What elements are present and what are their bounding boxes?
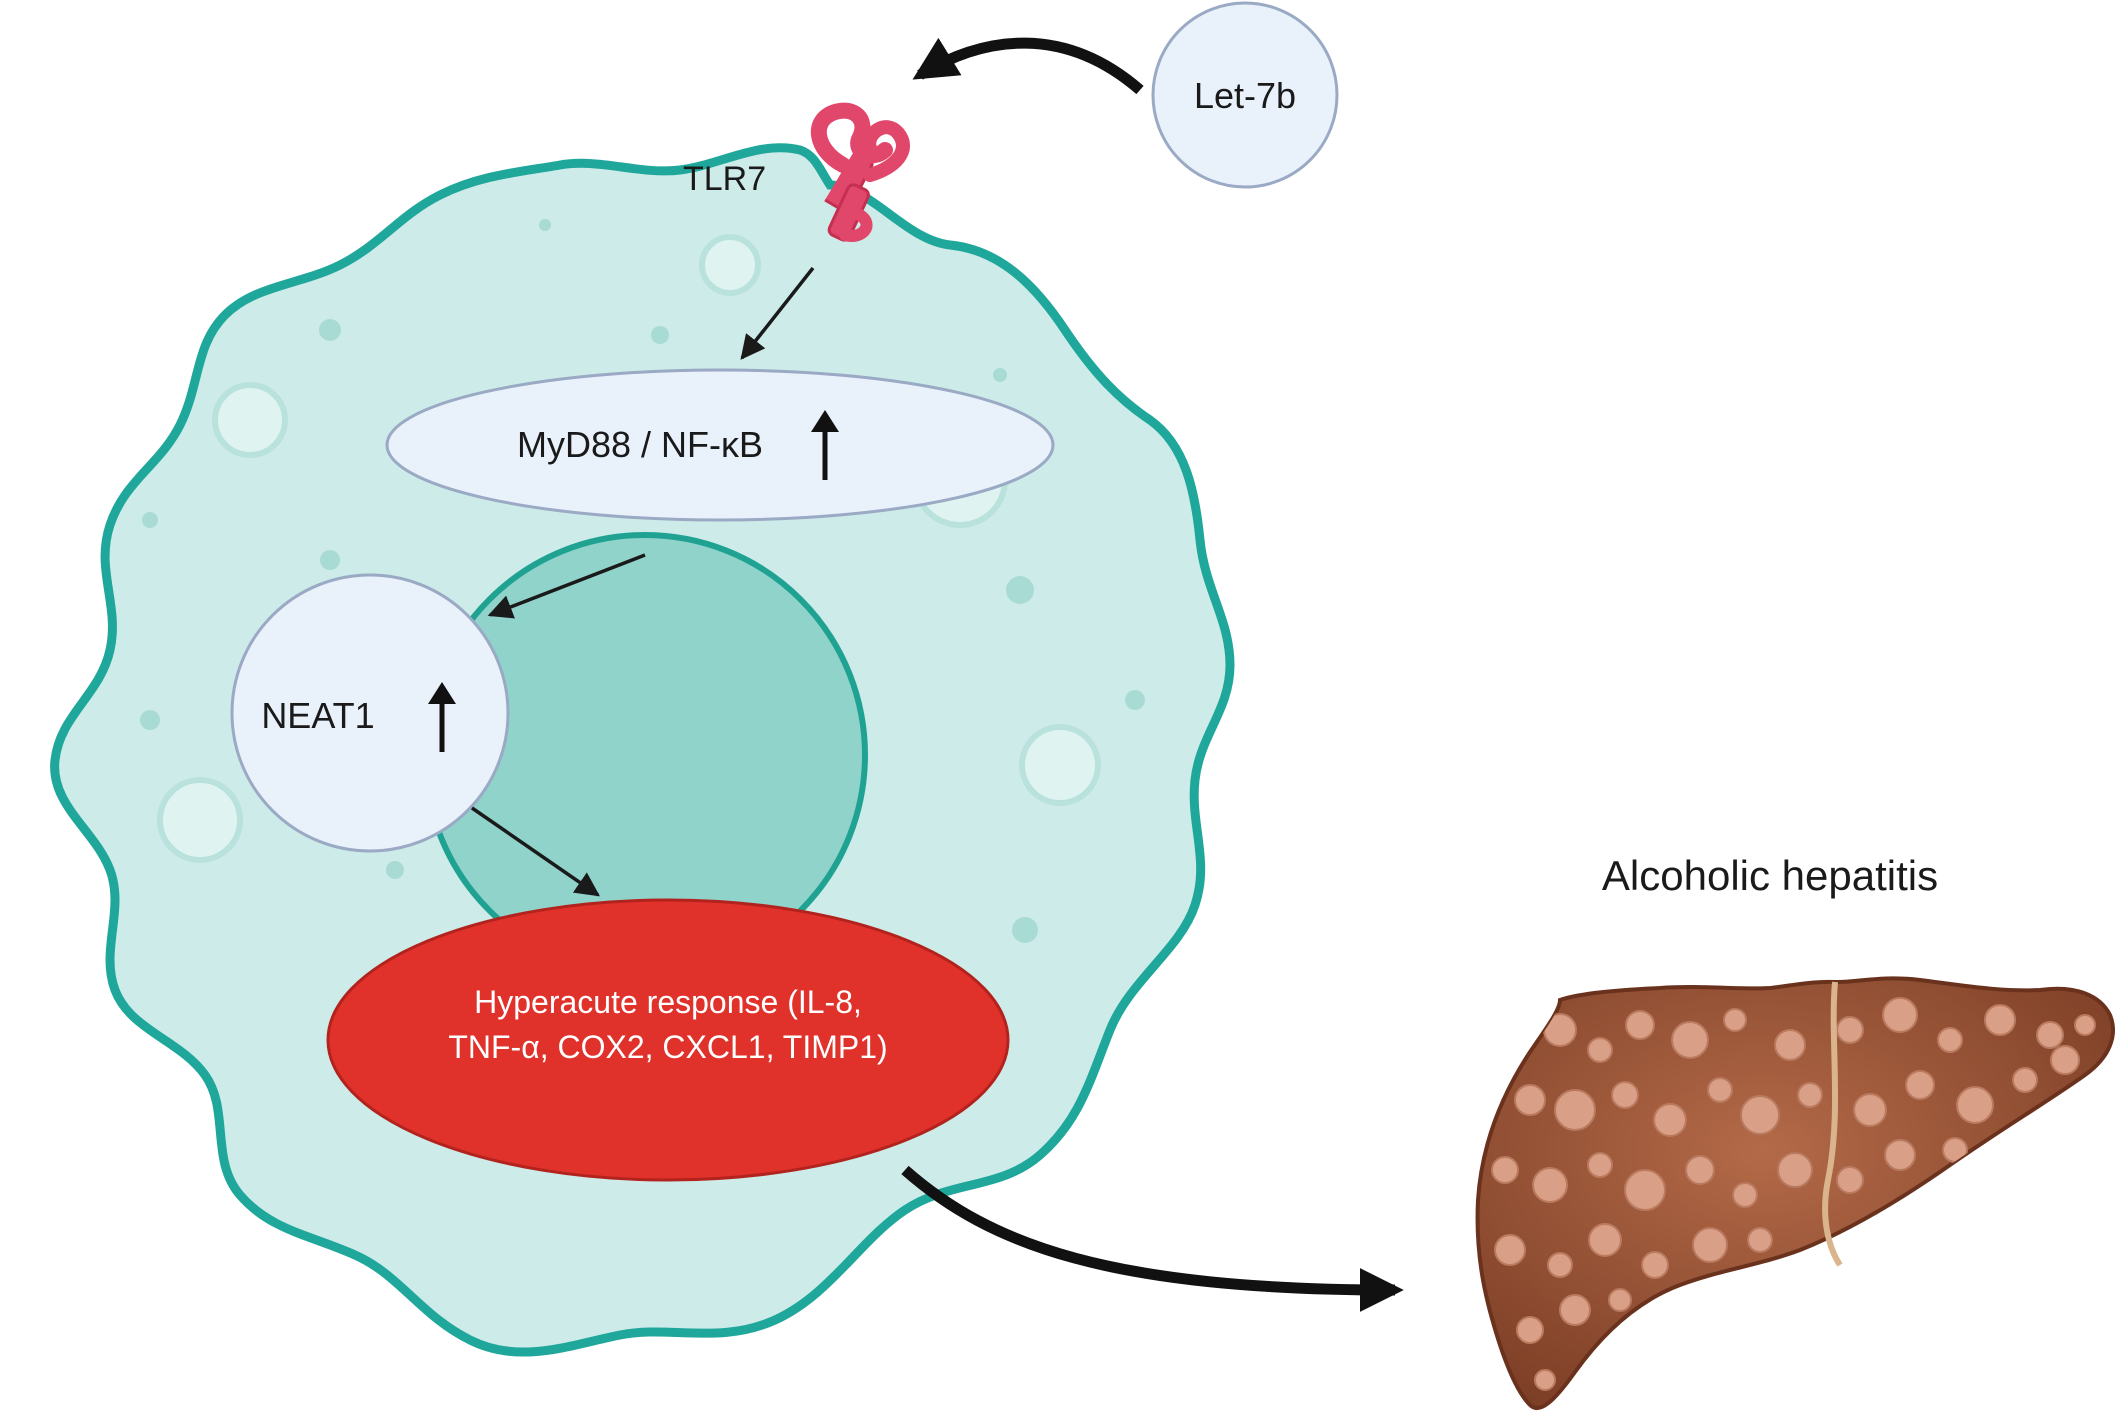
response-label-line1: Hyperacute response (IL-8,: [474, 984, 862, 1020]
alcoholic-hepatitis-label: Alcoholic hepatitis: [1602, 852, 1938, 899]
myd88-nfkb-node[interactable]: MyD88 / NF-κB: [385, 368, 1055, 522]
up-arrow-icon: [428, 682, 456, 752]
tlr7-label: TLR7: [683, 160, 766, 198]
hyperacute-response-node[interactable]: Hyperacute response (IL-8, TNF-α, COX2, …: [326, 898, 1010, 1182]
receptor-icon: [810, 102, 910, 242]
neat1-node[interactable]: NEAT1: [230, 573, 510, 853]
response-label-line2: TNF-α, COX2, CXCL1, TIMP1): [448, 1029, 887, 1065]
arrow-neat1-to-response: [471, 806, 601, 897]
liver-icon: [1475, 976, 2115, 1411]
arrow-myd88-to-neat1: [487, 553, 646, 619]
neat1-label: NEAT1: [261, 695, 374, 736]
arrow-tlr7-to-myd88: [740, 266, 815, 360]
up-arrow-icon: [811, 410, 839, 480]
let7b-label: Let-7b: [1194, 75, 1296, 116]
let7b-node[interactable]: Let-7b: [1151, 1, 1339, 189]
myd88-nfkb-label: MyD88 / NF-κB: [517, 424, 763, 465]
arrow-response-to-liver: [901, 1165, 1404, 1312]
arrow-let7b-to-tlr7: [912, 37, 1144, 95]
